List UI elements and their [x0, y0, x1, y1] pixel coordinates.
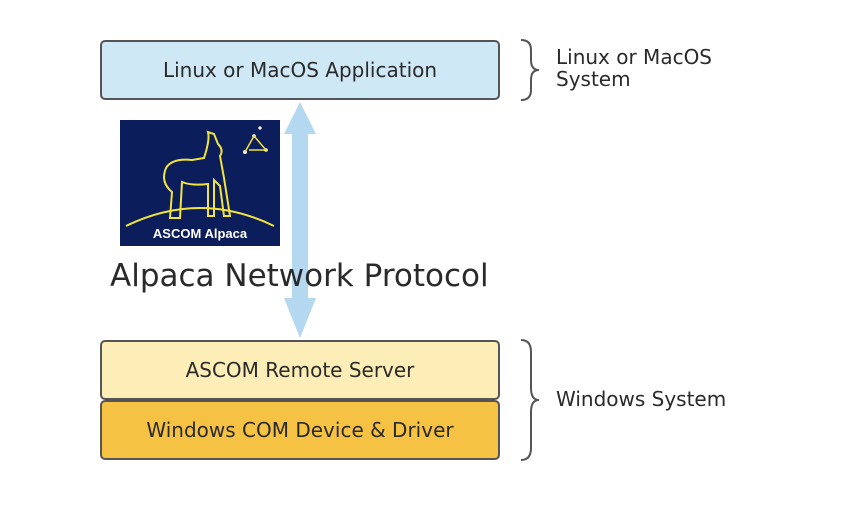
linux-macos-system-label: Linux or MacOS System [556, 45, 713, 91]
windows-system-label: Windows System [556, 387, 727, 411]
bracket-bottom-icon [520, 339, 540, 461]
app-box-label: Linux or MacOS Application [162, 58, 438, 82]
alpaca-logo-icon [120, 120, 280, 246]
logo-text: ASCOM Alpaca [152, 226, 248, 241]
windows-com-driver-box: Windows COM Device & Driver [100, 400, 500, 460]
protocol-label: Alpaca Network Protocol [110, 258, 489, 294]
remote-server-label: ASCOM Remote Server [185, 358, 415, 382]
ascom-alpaca-logo: ASCOM Alpaca [120, 120, 280, 246]
bracket-top-icon [520, 39, 540, 101]
bidirectional-arrow [284, 102, 316, 338]
linux-macos-application-box: Linux or MacOS Application [100, 40, 500, 100]
driver-label: Windows COM Device & Driver [146, 418, 454, 442]
ascom-remote-server-box: ASCOM Remote Server [100, 340, 500, 400]
